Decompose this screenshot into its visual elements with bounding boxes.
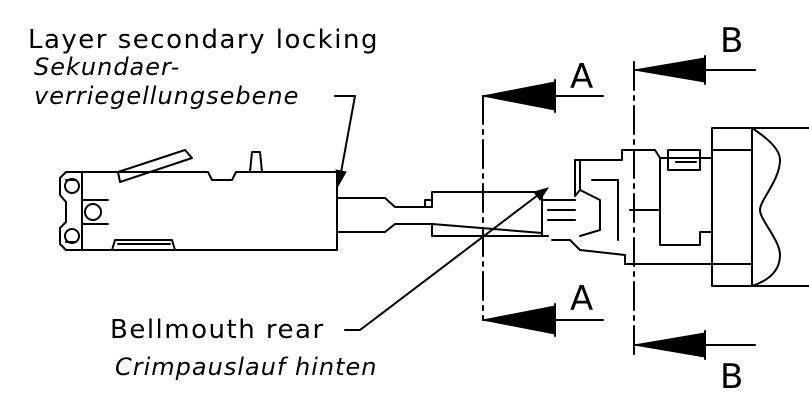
crimp-area	[541, 149, 713, 265]
label-bellmouth-en: Bellmouth rear	[110, 315, 325, 345]
label-bellmouth-de: Crimpauslauf hinten	[115, 353, 377, 381]
section-label-b-bottom: B	[720, 357, 743, 397]
seal-part	[711, 127, 809, 287]
arrowhead-a-bottom	[482, 305, 556, 335]
transition-neck	[336, 191, 549, 237]
contact-box	[59, 149, 338, 251]
section-label-a-bottom: A	[570, 279, 593, 319]
arrowhead-b-top	[633, 57, 706, 83]
leader-secondary-locking	[334, 95, 356, 179]
label-secondary-locking-de-1: Sekundaer-	[34, 53, 180, 81]
label-secondary-locking-en: Layer secondary locking	[28, 25, 379, 55]
section-label-b-top: B	[720, 21, 743, 61]
label-secondary-locking-de-2: verriegellungsebene	[34, 82, 299, 110]
arrowhead-b-bottom	[633, 332, 706, 358]
arrowhead-leader-bellmouth	[533, 187, 550, 201]
arrowhead-leader-secondary	[335, 169, 347, 188]
arrowhead-a-top	[482, 81, 556, 111]
section-label-a-top: A	[570, 57, 593, 97]
leader-bellmouth	[344, 191, 543, 331]
